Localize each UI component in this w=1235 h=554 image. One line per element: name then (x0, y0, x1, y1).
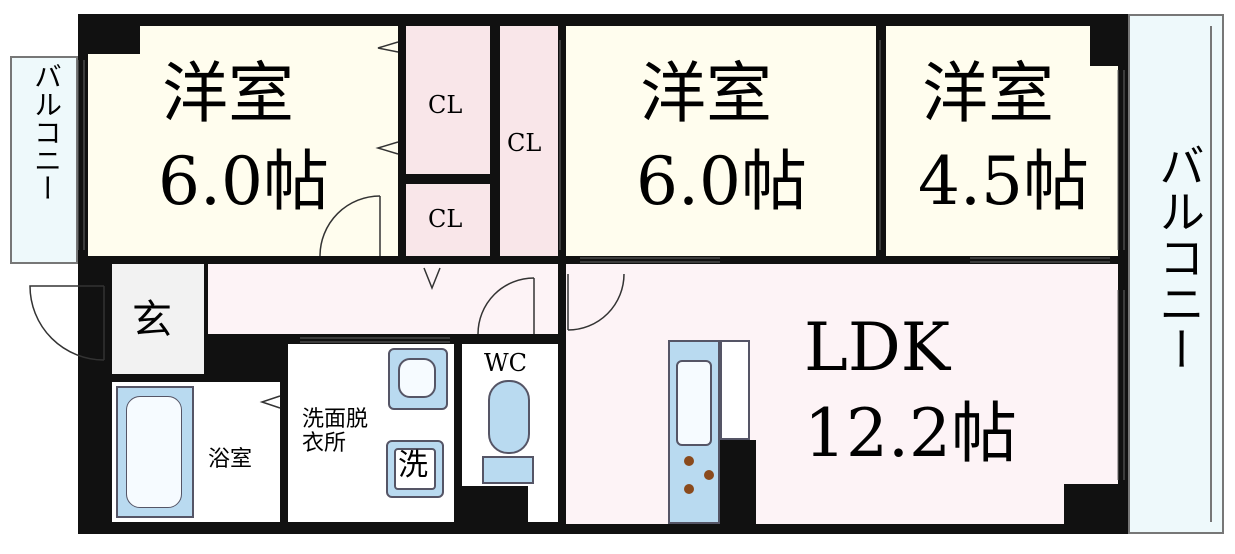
washbasin-inner (398, 358, 436, 398)
toilet-label: WC (484, 349, 528, 377)
stove-burner-1 (684, 456, 694, 466)
kitchen-sink (676, 360, 712, 446)
closet-3 (500, 26, 558, 256)
wall-ldk-br (1064, 484, 1118, 524)
balcony-right (1128, 14, 1224, 534)
closet-1-label: CL (428, 91, 463, 119)
closet-2-label: CL (428, 205, 463, 233)
closet-hinge-1 (377, 41, 399, 53)
wall-toilet-bottom (462, 486, 528, 522)
bedroom-right (886, 26, 1118, 256)
stove-burner-3 (684, 484, 694, 494)
bathtub-inner (126, 396, 182, 508)
washer-label: 洗 (398, 448, 428, 483)
ldk-door-swing (567, 273, 625, 331)
bedroom-left (88, 26, 398, 256)
closet-3-label: CL (507, 129, 542, 157)
balcony-left-label: バルコニー (30, 62, 63, 202)
hall-hinge (423, 267, 441, 291)
toilet-tank (482, 456, 534, 484)
balcony-left (10, 56, 78, 264)
bedroom-right-name: 洋室 (922, 55, 1054, 132)
kitchen-back (720, 340, 750, 440)
balcony-right-label: バルコニー (1152, 142, 1206, 372)
toilet-bowl (488, 380, 530, 454)
wall-kitchen-col (718, 440, 756, 524)
bathroom-label: 浴室 (208, 447, 253, 472)
wall-corner-tl (88, 26, 140, 54)
wall-corner-tr (1090, 26, 1118, 66)
bedroom-center-name: 洋室 (640, 55, 772, 132)
washer-inner (394, 448, 436, 490)
closet-1 (406, 26, 490, 174)
bedroom-center (566, 26, 876, 256)
closet-hinge-2 (375, 141, 399, 155)
entrance-door-swing (29, 285, 105, 361)
balcony-right-inner-line (1210, 26, 1212, 522)
ldk (566, 264, 1118, 524)
closet-2 (406, 184, 490, 256)
bedroom-right-size: 4.5帖 (918, 143, 1089, 220)
washroom-label: 洗面脱 衣所 (302, 407, 369, 456)
bath-hinge (259, 395, 281, 409)
bedroom-center-size: 6.0帖 (636, 143, 807, 220)
entrance-label: 玄 (132, 297, 172, 343)
toilet-door-swing (477, 277, 535, 335)
ldk-size: 12.2帖 (804, 395, 1017, 472)
wall-hall-corner (248, 334, 288, 382)
hallway (208, 264, 558, 334)
stove-burner-2 (704, 470, 714, 480)
entrance (112, 264, 204, 374)
ldk-name: LDK (804, 309, 951, 386)
bedroom-left-size: 6.0帖 (158, 143, 329, 220)
bedroom-left-name: 洋室 (162, 55, 294, 132)
bedroom-left-door-swing (319, 195, 381, 257)
